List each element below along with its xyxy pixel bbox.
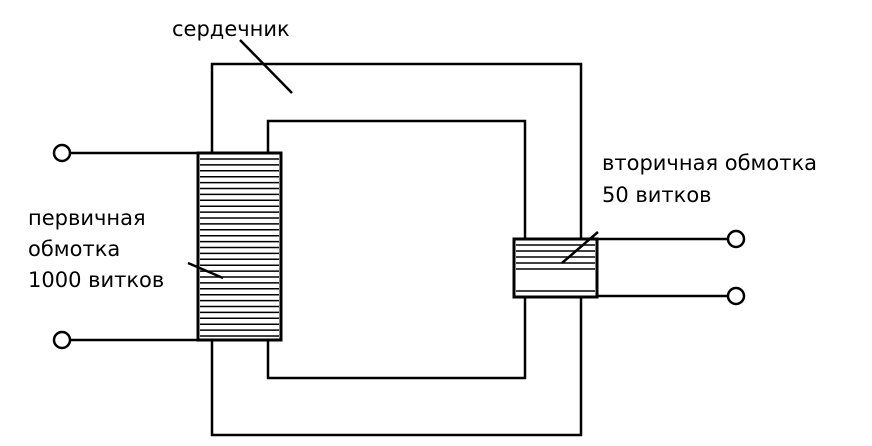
core-leader (239, 39, 293, 94)
primary-label-line3: 1000 витков (28, 268, 165, 292)
secondary-terminal-top (726, 229, 746, 249)
primary-coil (196, 151, 283, 342)
secondary-label-line1: вторичная обмотка (602, 151, 818, 175)
secondary-coil (512, 237, 599, 299)
primary-terminal-top (52, 143, 72, 163)
secondary-terminal-bottom (726, 286, 746, 306)
secondary-coil-body (512, 237, 599, 299)
secondary-leader (561, 231, 599, 264)
primary-label-line1: первичная (28, 206, 146, 230)
primary-leader (187, 261, 224, 280)
core-inner (266, 119, 527, 380)
primary-coil-body (196, 151, 283, 342)
core-label: сердечник (172, 17, 290, 41)
primary-label-line2: обмотка (28, 237, 121, 261)
primary-terminal-bottom (52, 330, 72, 350)
secondary-label-line2: 50 витков (602, 183, 712, 207)
